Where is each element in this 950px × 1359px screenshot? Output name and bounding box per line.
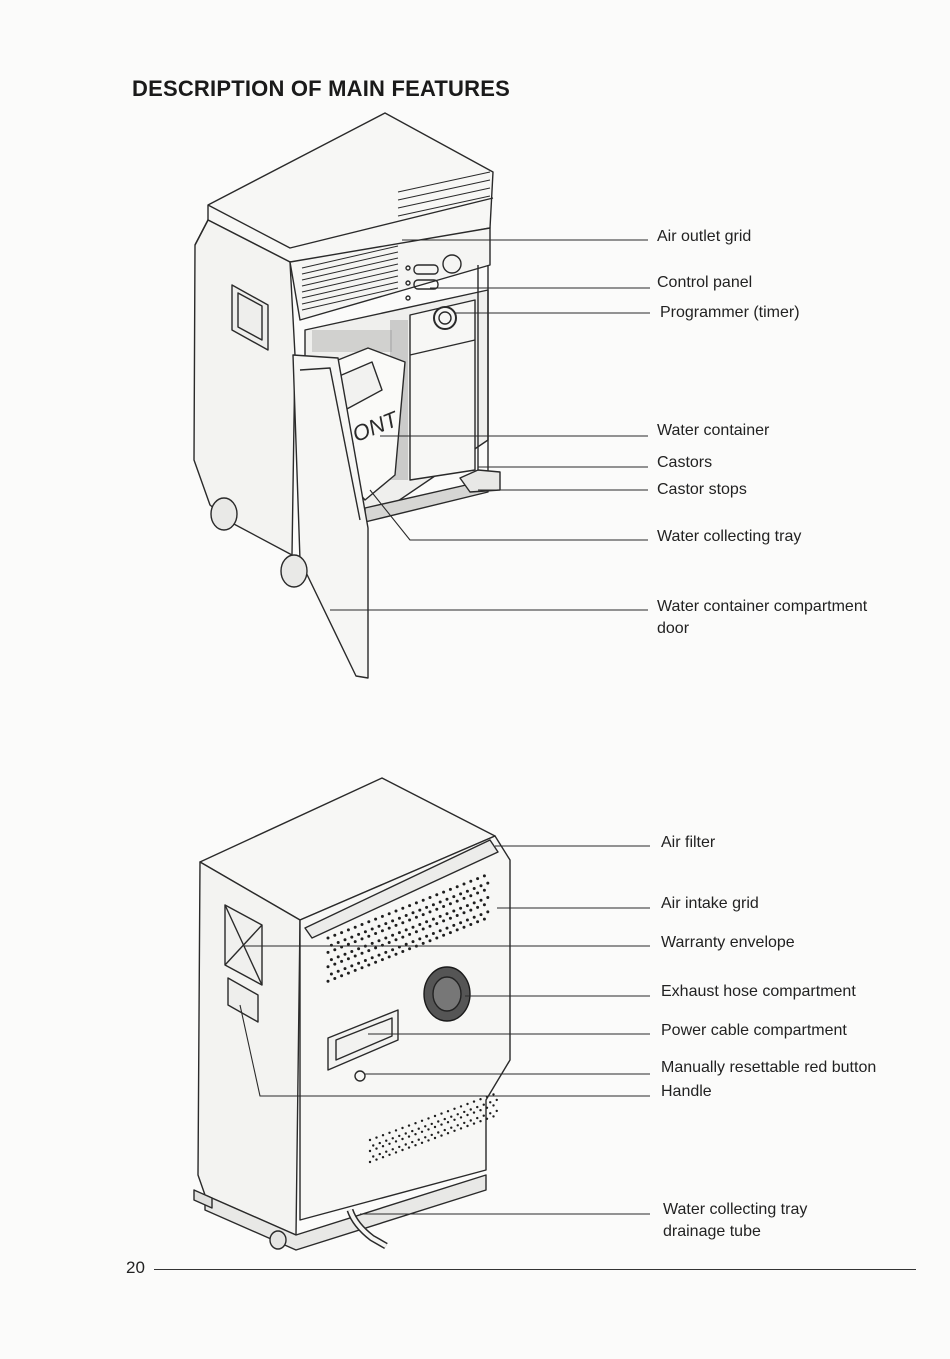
- label-manually-resettable-red-button: Manually resettable red button: [661, 1059, 877, 1076]
- label-water-collecting-tray: Water collecting tray: [657, 528, 802, 545]
- label-castors: Castors: [657, 454, 713, 471]
- label-air-intake-grid: Air intake grid: [661, 895, 759, 912]
- label-water-container: Water container: [657, 422, 770, 439]
- label-water-collecting-tray-drainage-tube: Water collecting tray drainage tube: [663, 1201, 808, 1240]
- label-water-container-compartment-door: Water container compartment door: [657, 598, 868, 637]
- label-power-cable-compartment: Power cable compartment: [661, 1022, 847, 1039]
- page-number: 20: [126, 1258, 145, 1277]
- label-air-filter: Air filter: [661, 834, 716, 851]
- label-air-outlet-grid: Air outlet grid: [657, 228, 752, 245]
- lower-vent-dots: [368, 1093, 498, 1164]
- label-programmer-timer: Programmer (timer): [660, 304, 800, 321]
- footer-rule: [154, 1269, 916, 1270]
- label-warranty-envelope: Warranty envelope: [661, 934, 795, 951]
- label-exhaust-hose-compartment: Exhaust hose compartment: [661, 983, 856, 1000]
- page-title: DESCRIPTION OF MAIN FEATURES: [132, 76, 510, 101]
- label-control-panel: Control panel: [657, 274, 753, 291]
- label-handle: Handle: [661, 1083, 712, 1100]
- label-castor-stops: Castor stops: [657, 481, 747, 498]
- air-intake-grid-dots: [326, 874, 490, 983]
